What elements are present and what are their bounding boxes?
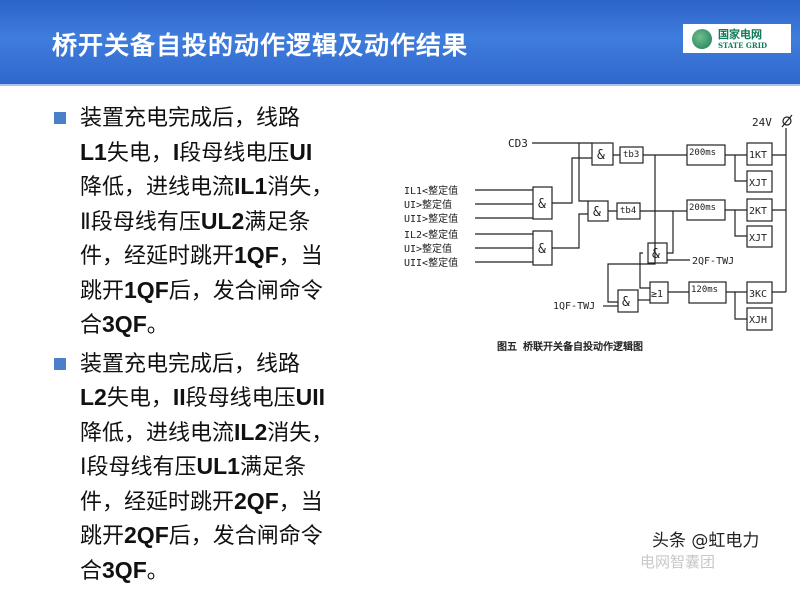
text-segment: 2QF: [124, 522, 169, 548]
and-gate: &: [593, 205, 601, 220]
relay-3kc: 3KC: [749, 289, 767, 300]
bullet-square-icon: [54, 112, 66, 124]
text-segment: ，当: [278, 489, 323, 515]
text-segment: 消失，: [267, 175, 334, 200]
text-segment: 消失，: [267, 420, 334, 446]
text-segment: L1: [80, 138, 107, 165]
text-segment: UL1: [196, 453, 240, 479]
bullet-line: 跳开2QF后，发合闸命令: [80, 519, 382, 554]
bullet-line: 降低，进线电流IL2消失，: [80, 416, 382, 451]
bullet-line: 降低，进线电流IL1消失，: [80, 170, 382, 205]
relay-xjt: XJT: [749, 178, 767, 189]
diagram-caption: 图五 桥联开关备自投动作逻辑图: [497, 340, 643, 353]
text-segment: 段母线电压: [179, 140, 290, 166]
bullet-square-icon: [54, 357, 66, 370]
2qf-twj-label: 2QF-TWJ: [692, 256, 734, 267]
text-segment: UL2: [200, 207, 245, 234]
text-segment: 2QF: [234, 487, 279, 514]
input-label: UII<整定值: [404, 256, 458, 269]
text-segment: IL2: [234, 418, 268, 445]
slide-title: 桥开关备自投的动作逻辑及动作结果: [52, 31, 469, 60]
state-grid-logo: 国家电网 STATE GRID: [683, 24, 791, 53]
bullet-line: 合3QF。: [80, 308, 382, 343]
and-gate: &: [622, 295, 630, 310]
bullet-line: Ⅰ段母线有压UL1满足条: [80, 450, 382, 485]
text-segment: 降低，进线电流: [80, 420, 235, 446]
wires: [475, 128, 787, 320]
text-segment: II: [172, 384, 186, 410]
1qf-twj-label: 1QF-TWJ: [553, 301, 595, 312]
input-label: UII>整定值: [404, 212, 458, 225]
text-segment: 失电，: [106, 140, 173, 166]
timer-200ms: 200ms: [689, 148, 716, 158]
timer-200ms: 200ms: [689, 203, 716, 213]
logic-blocks: [532, 114, 793, 331]
bullet-line: 装置充电完成后，线路: [80, 348, 382, 382]
input-label: UI>整定值: [404, 198, 452, 211]
input-label: IL2<整定值: [404, 228, 458, 241]
text-segment: IL1: [234, 173, 268, 199]
text-segment: 满足条: [244, 209, 311, 235]
and-gate: &: [538, 197, 546, 212]
text-segment: L2: [80, 384, 107, 410]
relay-2kt: 2KT: [749, 206, 767, 217]
text-segment: 失电，: [106, 386, 173, 411]
text-segment: UII: [295, 384, 326, 410]
text-segment: I: [172, 138, 180, 165]
bullet-line: L1失电，I段母线电压UI: [80, 136, 382, 171]
cd3-label: CD3: [508, 137, 528, 150]
watermark-toutiao: 头条 @虹电力: [652, 531, 760, 551]
bullet-line: 跳开1QF后，发合闸命令: [80, 274, 382, 309]
and-gate: &: [652, 247, 660, 262]
bullet-line: L2失电，II段母线电压UII: [80, 381, 382, 416]
text-segment: 。: [146, 313, 169, 338]
state-grid-emblem-icon: [692, 28, 712, 49]
bullet-line: 件，经延时跳开1QF，当: [80, 239, 382, 274]
watermark-wechat: 电网智囊团: [640, 553, 716, 571]
tb4-delay: tb4: [620, 206, 636, 216]
input-label: UI>整定值: [404, 242, 452, 255]
text-segment: 后，发合闸命令: [168, 278, 323, 304]
text-segment: 件，经延时跳开: [80, 244, 235, 269]
text-segment: ，当: [278, 244, 323, 269]
text-segment: Ⅱ段母线有压: [80, 209, 201, 235]
and-gate: &: [597, 148, 605, 163]
text-segment: 跳开: [80, 524, 125, 549]
text-segment: 3QF: [102, 311, 147, 337]
relay-1kt: 1KT: [749, 150, 767, 161]
title-bar: 桥开关备自投的动作逻辑及动作结果 国家电网 STATE GRID: [0, 0, 800, 86]
text-segment: 后，发合闸命令: [168, 524, 323, 549]
text-segment: 1QF: [234, 242, 279, 268]
text-segment: UI: [289, 138, 313, 165]
or-gate: ≥1: [651, 289, 663, 300]
text-segment: 合: [80, 313, 103, 338]
text-segment: 满足条: [239, 455, 306, 480]
text-segment: 降低，进线电流: [80, 175, 235, 200]
relay-xjh: XJH: [749, 315, 767, 326]
timer-120ms: 120ms: [691, 285, 718, 295]
text-segment: 装置充电完成后，线路: [80, 351, 301, 377]
logo-en: STATE GRID: [718, 40, 768, 50]
supply-label: 24V: [752, 116, 772, 129]
text-segment: 装置充电完成后，线路: [80, 106, 301, 131]
relay-xjt: XJT: [749, 233, 767, 244]
text-segment: 1QF: [124, 276, 169, 303]
text-segment: 段母线电压: [185, 386, 296, 411]
text-segment: 跳开: [80, 278, 125, 304]
text-segment: Ⅰ段母线有压: [80, 455, 197, 480]
logic-diagram: 24V CD3 IL1<整定值 UI>整定值 UII>整定值 IL2<整定值 U…: [404, 114, 793, 353]
text-segment: 件，经延时跳开: [80, 489, 235, 515]
bullet-line: 装置充电完成后，线路: [80, 102, 382, 136]
tb3-delay: tb3: [623, 150, 639, 160]
and-gate: &: [538, 242, 546, 257]
bullet-line: 件，经延时跳开2QF，当: [80, 485, 382, 520]
input-label: IL1<整定值: [404, 184, 458, 197]
bullet-line: Ⅱ段母线有压UL2满足条: [80, 205, 382, 240]
logo-cn: 国家电网: [718, 27, 762, 41]
